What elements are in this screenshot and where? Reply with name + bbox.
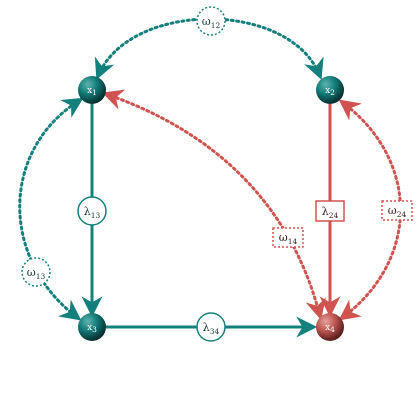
svg-text:ω12: ω12 [202,15,221,30]
label-lambda24: λ24 [315,200,345,222]
label-omega24: ω24 [381,200,413,221]
label-omega12-sub: 12 [211,21,221,30]
node-x1: x1 [78,76,106,104]
label-omega13: ω13 [21,257,51,287]
svg-text:x4: x4 [325,323,335,334]
node-x3: x3 [78,313,106,341]
label-omega12-base: ω [202,15,211,28]
svg-text:ω13: ω13 [27,266,46,281]
label-lambda34: λ34 [196,312,226,342]
label-lambda34-sub: 34 [210,327,220,336]
label-omega24-sub: 24 [397,210,407,219]
node-x4: x4 [316,313,344,341]
label-lambda24-sub: 24 [329,211,339,220]
node-x1-sub: 1 [92,88,97,97]
label-omega13-base: ω [27,266,36,279]
label-lambda24-base: λ [322,205,329,218]
node-x4-base: x [325,323,330,333]
label-omega12: ω12 [196,6,226,36]
svg-text:x2: x2 [325,86,335,97]
label-lambda34-base: λ [203,321,210,334]
svg-text:x1: x1 [87,86,97,97]
node-x3-sub: 3 [92,325,97,334]
svg-text:ω24: ω24 [388,204,407,219]
svg-text:λ24: λ24 [322,205,339,220]
svg-text:ω14: ω14 [279,231,298,246]
label-omega24-base: ω [388,204,397,217]
svg-text:λ34: λ34 [203,321,220,336]
label-omega14: ω14 [272,227,304,248]
label-lambda13-base: λ [84,205,91,218]
label-lambda13: λ13 [77,196,107,226]
node-x3-base: x [87,323,92,333]
svg-text:x3: x3 [87,323,97,334]
node-x2: x2 [316,76,344,104]
node-x2-sub: 2 [330,88,335,97]
node-x2-base: x [325,86,330,96]
node-x1-base: x [87,86,92,96]
label-omega14-sub: 14 [288,237,298,246]
svg-text:λ13: λ13 [84,205,101,220]
label-omega13-sub: 13 [36,272,46,281]
edge-omega13 [18,97,84,321]
node-x4-sub: 4 [330,325,335,334]
label-omega14-base: ω [279,231,288,244]
edge-omega14 [102,89,326,321]
label-lambda13-sub: 13 [91,211,101,220]
